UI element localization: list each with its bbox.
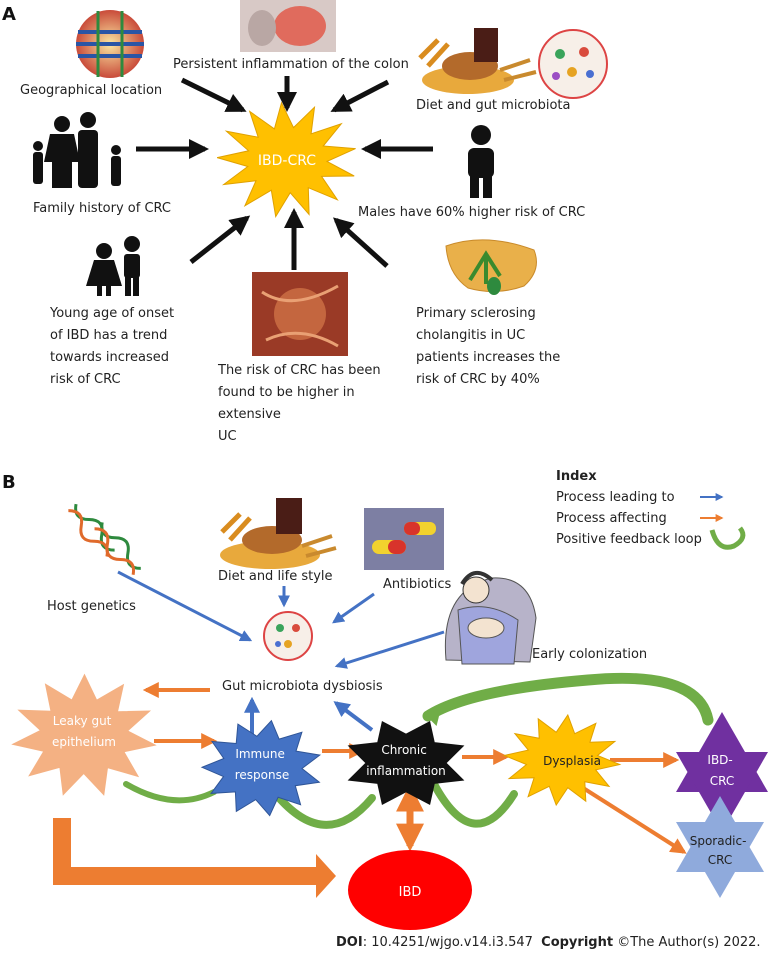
arrow-psc-to-center: [333, 217, 389, 268]
label-antibiotics: Antibiotics: [383, 577, 452, 592]
label-gut-dysbiosis: Gut microbiota dysbiosis: [222, 679, 383, 694]
panel-b-letter: B: [2, 472, 16, 493]
male-silhouette-image: [468, 125, 494, 198]
sporadic-crc-label: Sporadic- CRC: [690, 834, 751, 867]
arrow-antibiotics-to-dysbiosis: [332, 592, 375, 624]
microbiota-petri-image: [538, 29, 608, 99]
footer-citation: DOI: 10.4251/wjgo.v14.i3.547 Copyright ©…: [336, 935, 761, 950]
family-silhouette-image: [33, 112, 121, 188]
colon-inflammation-image: [240, 0, 336, 52]
label-family-history: Family history of CRC: [33, 201, 171, 216]
arrow-geo-to-center: [180, 77, 247, 113]
arrow-host-to-dysbiosis: [117, 570, 253, 642]
label-young-onset: Young age of onset of IBD has a trend to…: [49, 306, 178, 387]
immune-response-node: Immune response: [200, 719, 322, 817]
microbiota-dish-image: [263, 611, 313, 661]
arrow-young-to-center: [189, 215, 251, 264]
index-item-feedback: Positive feedback loop: [556, 532, 702, 547]
chronic-inflammation-label: Chronic inflammation: [366, 743, 446, 778]
arrow-early-to-dysbiosis: [334, 630, 445, 669]
loop-ibdcrc-to-chronic: [422, 672, 714, 726]
label-males-risk: Males have 60% higher risk of CRC: [358, 205, 585, 220]
arrow-dysplasia-to-sporadic: [578, 784, 687, 854]
label-diet-lifestyle: Diet and life style: [218, 569, 333, 584]
copyright-label: Copyright: [541, 935, 614, 950]
immune-response-label: Immune response: [235, 747, 290, 782]
index-legend: Index Process leading to Process affecti…: [556, 469, 746, 550]
label-extensive-uc: The risk of CRC has been found to be hig…: [217, 363, 385, 444]
green-feedback-loops: [123, 672, 714, 829]
leaky-gut-label: Leaky gut epithelium: [52, 714, 116, 749]
leaky-gut-node: Leaky gut epithelium: [11, 673, 157, 796]
label-psc: Primary sclerosing cholangitis in UC pat…: [416, 306, 564, 387]
label-diet-microbiota: Diet and gut microbiota: [416, 98, 570, 113]
arrow-diet-to-center: [330, 79, 390, 113]
arrow-leaky-to-ibd-head: [316, 854, 336, 898]
label-persistent-inflammation: Persistent inflammation of the colon: [173, 57, 409, 72]
ibd-crc-center-burst: IBD-CRC: [216, 101, 356, 219]
index-item-leading: Process leading to: [556, 490, 675, 505]
globe-flags-image: [76, 10, 144, 78]
arrow-chronic-to-dysbiosis: [333, 701, 374, 732]
blue-arrows: [117, 570, 445, 669]
dysplasia-label: Dysplasia: [543, 754, 601, 768]
ibd-crc-label: IBD- CRC: [707, 753, 736, 788]
doi-label: DOI: [336, 935, 363, 950]
panel-a-letter: A: [2, 4, 16, 25]
dysplasia-node: Dysplasia: [502, 713, 622, 807]
label-host-genetics: Host genetics: [47, 599, 136, 614]
endoscopy-image: [252, 272, 348, 356]
chronic-inflammation-node: Chronic inflammation: [347, 721, 465, 805]
label-geographical-location: Geographical location: [20, 83, 162, 98]
loop-chronic-to-immune: [264, 780, 376, 829]
copyright-value: ©The Author(s) 2022.: [613, 935, 761, 950]
ibd-node: IBD: [348, 850, 472, 930]
ibd-label: IBD: [399, 885, 422, 900]
ibd-crc-node: IBD- CRC: [676, 712, 768, 832]
children-silhouette-image: [86, 236, 140, 296]
index-item-affecting: Process affecting: [556, 511, 667, 526]
index-title: Index: [556, 469, 597, 484]
antibiotics-capsules-image: [364, 508, 444, 570]
sporadic-crc-node: Sporadic- CRC: [676, 796, 764, 898]
fast-food-image-b: [220, 498, 337, 569]
label-early-colonization: Early colonization: [532, 647, 647, 662]
doi-value: : 10.4251/wjgo.v14.i3.547: [362, 935, 533, 950]
index-green-loop-icon: [709, 526, 746, 550]
fast-food-image: [418, 28, 537, 94]
liver-image: [445, 239, 537, 295]
loop-immune-to-leaky: [123, 781, 217, 804]
arrow-leaky-to-ibd-bent: [53, 818, 320, 885]
ibd-crc-center-label: IBD-CRC: [258, 153, 316, 169]
loop-dysplasia-to-chronic: [430, 780, 518, 828]
mother-baby-image: [444, 571, 537, 665]
panel-a-arrows: [136, 76, 433, 270]
dna-helix-image: [68, 503, 141, 576]
